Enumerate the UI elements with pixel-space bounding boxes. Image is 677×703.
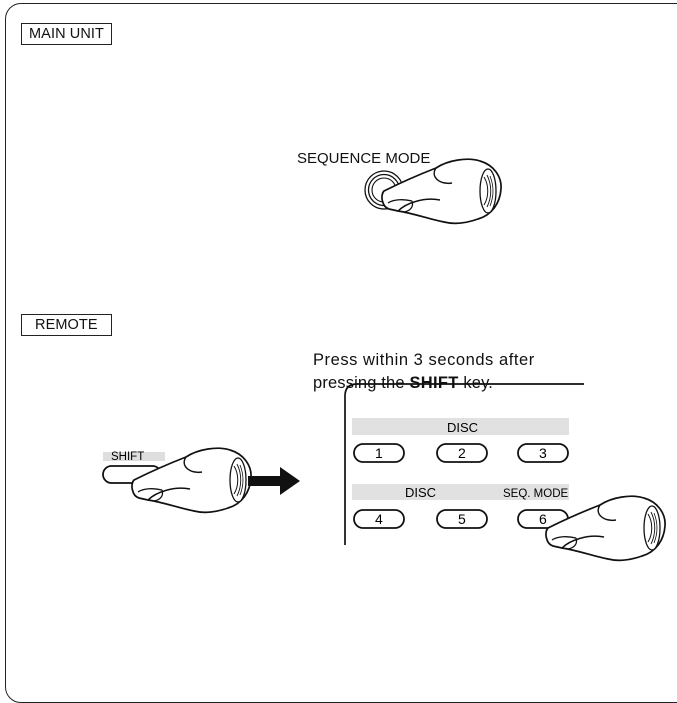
disc-label-bottom: DISC <box>405 485 436 500</box>
instruction-line-1: Press within 3 seconds after <box>313 351 535 369</box>
disc-label-bar-top <box>352 418 569 435</box>
key-5-label: 5 <box>458 511 466 527</box>
disc-label-bar-bottom <box>352 484 496 500</box>
key-1-label: 1 <box>375 445 383 461</box>
key-6[interactable]: 6 <box>517 509 569 529</box>
instruction-shift-key: SHIFT <box>409 374 459 392</box>
disc-label-top: DISC <box>447 420 478 435</box>
remote-panel-outline <box>344 383 584 545</box>
shift-label-bg <box>103 452 165 461</box>
instruction-prefix: pressing the <box>313 374 410 392</box>
key-2-label: 2 <box>458 445 466 461</box>
illustration-svg: SHIFT DISC DISC SEQ. MODE 1 2 3 4 5 6 <box>102 158 666 562</box>
key-4-label: 4 <box>375 511 383 527</box>
seq-mode-label: SEQ. MODE <box>503 488 569 500</box>
key-2[interactable]: 2 <box>436 443 488 463</box>
key-3[interactable]: 3 <box>517 443 569 463</box>
remote-label: REMOTE <box>21 314 112 336</box>
key-6-label: 6 <box>539 511 547 527</box>
seq-mode-label-bar <box>496 484 569 500</box>
arrow-right-icon <box>248 467 300 495</box>
key-1[interactable]: 1 <box>353 443 405 463</box>
instruction-line-2: pressing the SHIFT key. <box>313 372 658 395</box>
main-unit-label: MAIN UNIT <box>21 23 113 45</box>
key-4[interactable]: 4 <box>353 509 405 529</box>
pointing-hand-icon <box>381 158 502 225</box>
key-5[interactable]: 5 <box>436 509 488 529</box>
sequence-mode-label: SEQUENCE MODE <box>297 150 431 167</box>
key-3-label: 3 <box>539 445 547 461</box>
shift-label: SHIFT <box>111 451 144 463</box>
instruction-text: Press within 3 seconds after pressing th… <box>313 349 658 395</box>
instruction-suffix: key. <box>458 374 493 392</box>
pointing-hand-icon <box>545 495 666 562</box>
